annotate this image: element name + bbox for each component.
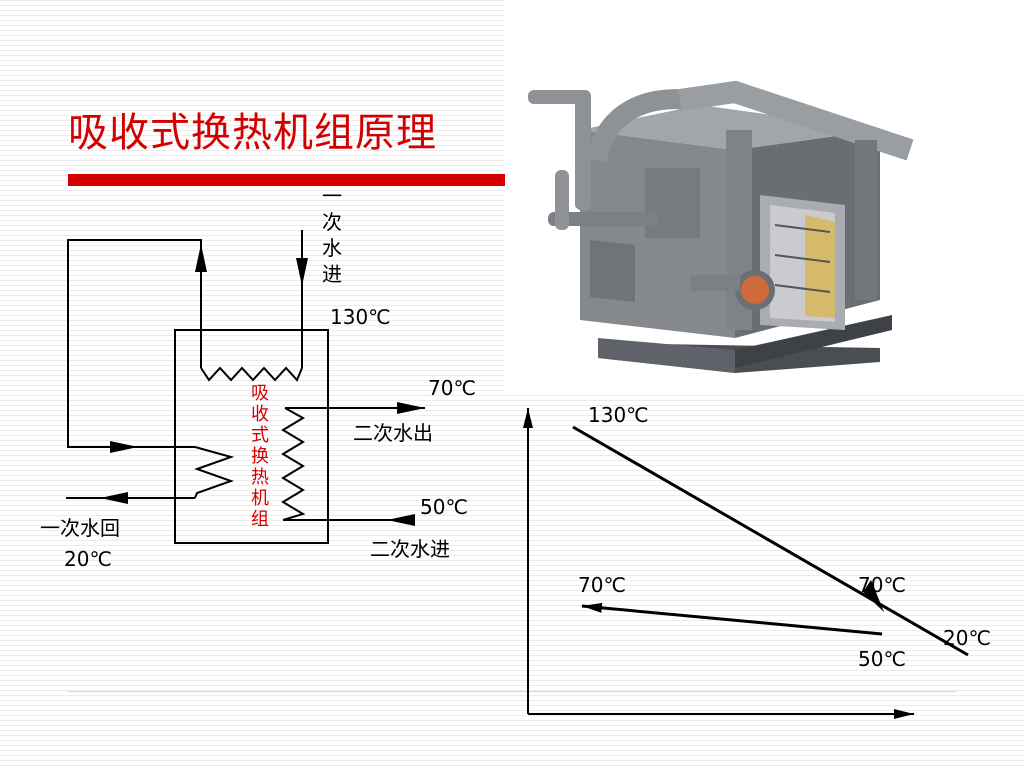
absorber-coil xyxy=(281,407,306,521)
secondary-temperature-line xyxy=(581,602,883,636)
title-underline xyxy=(68,174,505,186)
primary-riser-arrow xyxy=(195,244,207,272)
primary-temperature-line xyxy=(572,425,969,657)
heat-exchanger-unit-photo xyxy=(528,80,914,373)
secondary-inlet-temp: 50℃ xyxy=(420,495,468,519)
unit-box xyxy=(174,329,329,544)
primary-inlet-label: 一次水进 xyxy=(322,184,342,286)
chart-label-primary-mid: 70℃ xyxy=(858,573,906,597)
primary-loop-arrow xyxy=(110,441,138,453)
chart-label-secondary-end: 70℃ xyxy=(578,573,626,597)
primary-inlet-arrow xyxy=(296,258,308,286)
unit-label: 吸收式换热机组 xyxy=(251,383,269,530)
chart-label-secondary-start: 50℃ xyxy=(858,647,906,671)
primary-return-temp: 20℃ xyxy=(64,547,112,571)
primary-mid-arrow xyxy=(863,580,884,612)
footer-divider xyxy=(68,691,956,692)
primary-inlet-temp: 130℃ xyxy=(330,305,391,329)
secondary-inlet-label: 二次水进 xyxy=(370,537,450,561)
secondary-outlet-label: 二次水出 xyxy=(353,421,433,445)
primary-return-label: 一次水回 xyxy=(40,516,120,540)
secondary-in-arrow xyxy=(387,514,415,526)
secondary-out-arrow xyxy=(397,402,425,414)
page-title: 吸收式换热机组原理 xyxy=(68,110,437,156)
chart-label-primary-end: 20℃ xyxy=(943,626,991,650)
generator-coil xyxy=(200,366,303,382)
primary-riser-line xyxy=(67,239,202,448)
secondary-outlet-temp: 70℃ xyxy=(428,376,476,400)
primary-return-arrow xyxy=(100,492,128,504)
evaporator-coil xyxy=(193,446,235,499)
chart-label-primary-start: 130℃ xyxy=(588,403,649,427)
